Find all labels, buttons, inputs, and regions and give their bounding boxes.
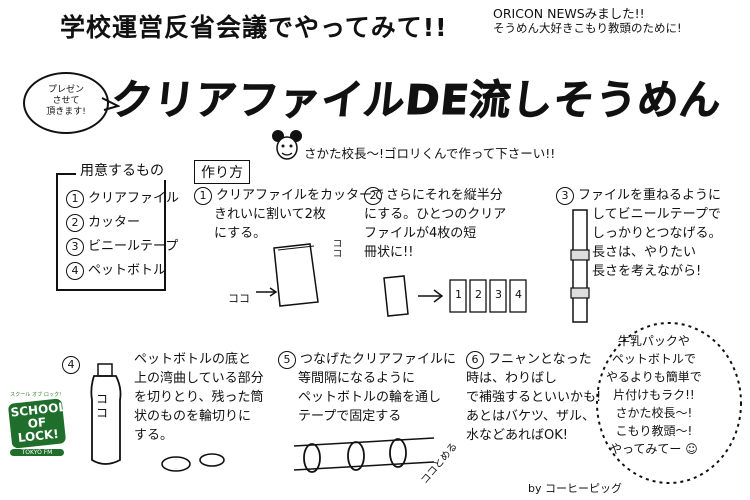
material-label: ペットボトル <box>88 263 167 278</box>
material-label: クリアファイル <box>88 191 180 206</box>
closing-line: こもり教頭〜! <box>615 424 693 438</box>
step-2: 2 さらにそれを縦半分 にする。ひとつのクリア ファイルが4枚の短 冊状に!! <box>364 186 506 262</box>
step-line: さらにそれを縦半分 <box>386 188 503 203</box>
step-line: 状のものを輪切りに <box>134 409 252 424</box>
step-line: ファイルが4枚の短 <box>364 226 477 241</box>
koko-vertical-label: ココ <box>330 238 341 258</box>
step-line: にする。 <box>214 226 267 241</box>
closing-bubble-outline <box>596 322 742 484</box>
clear-file-drawing <box>256 243 319 307</box>
material-item: 1 クリアファイル <box>66 187 179 208</box>
step-line: を切りとり、残った筒 <box>134 390 264 405</box>
speech-bubble: プレゼン させて 頂きます! <box>23 72 109 134</box>
logo-bottom-text: TOKYO FM <box>10 449 64 456</box>
item-number: 1 <box>66 190 84 208</box>
step-line: 等間隔になるように <box>298 371 416 386</box>
item-number: 2 <box>66 214 84 232</box>
step-number: 5 <box>278 351 296 369</box>
step-line: 上の湾曲している部分 <box>134 371 264 386</box>
logo-main-text: SCHOOL OF LOCK! <box>7 398 67 449</box>
step-line: フニャンとなった <box>488 352 592 367</box>
materials-title: 用意するもの <box>76 160 168 180</box>
material-item: 4 ペットボトル <box>66 259 166 280</box>
step-number: 2 <box>364 187 382 205</box>
step-line: ペットボトルの輪を通し <box>298 390 442 405</box>
strip-number: 1 <box>455 288 462 301</box>
bubble-line-2: させて <box>52 96 80 106</box>
page-header-title: 学校運営反省会議でやってみて!! <box>60 13 448 42</box>
strips-drawing <box>383 275 527 317</box>
step-number: 1 <box>194 187 212 205</box>
bubble-line-3: 頂きます! <box>46 107 86 117</box>
step-6: 6 フニャンとなった 時は、わりばし で補強するといいかも! あとはバケツ、ザル、… <box>466 350 601 445</box>
step-line: で補強するといいかも! <box>466 390 602 405</box>
byline: by コーヒーピッグ <box>528 482 622 495</box>
closing-message: 牛乳パックや ペットボトルで やるよりも簡単で 片付けもラク!! さかた校長〜!… <box>606 332 702 458</box>
bottle-koko-label: ココ <box>96 392 109 420</box>
oricon-line-2: そうめん大好きこもり教頭のために! <box>493 21 682 35</box>
taped-strip-drawing <box>570 209 590 323</box>
step-number: 3 <box>556 187 574 205</box>
material-label: ビニールテープ <box>88 239 179 254</box>
step-line: 冊状に!! <box>364 245 414 260</box>
school-of-lock-logo: スクール オブ ロック! SCHOOL OF LOCK! TOKYO FM <box>7 390 67 456</box>
material-item: 3 ビニールテープ <box>66 235 178 256</box>
mouse-face-icon <box>272 130 302 160</box>
bubble-line-1: プレゼン <box>47 85 84 95</box>
step-line: ペットボトルの底と <box>134 352 252 367</box>
pet-bottle-drawing <box>90 363 225 472</box>
closing-line: ペットボトルで <box>611 352 696 366</box>
step-line: にする。ひとつのクリア <box>364 207 507 222</box>
step-line: してビニールテープで <box>592 207 721 222</box>
strip-number: 2 <box>475 288 482 301</box>
oricon-line-1: ORICON NEWSみました!! <box>493 6 645 21</box>
closing-line: さかた校長〜! <box>615 406 693 420</box>
material-item: 2 カッター <box>66 211 140 232</box>
step-line: 長さを考えながら! <box>592 264 702 279</box>
item-number: 3 <box>66 238 84 256</box>
step-4: ペットボトルの底と 上の湾曲している部分 を切りとり、残った筒 状のものを輪切り… <box>134 350 264 445</box>
closing-line: 片付けもラク!! <box>613 388 695 402</box>
step-number: 6 <box>466 351 484 369</box>
step-line: テープで固定する <box>298 409 402 424</box>
item-number: 4 <box>66 262 84 280</box>
step-line: しっかりとつなげる。 <box>592 226 722 241</box>
materials-box: 1 クリアファイル 2 カッター 3 ビニールテープ 4 ペットボトル <box>56 173 179 291</box>
step-3: 3 ファイルを重ねるように してビニールテープで しっかりとつなげる。 長さは、や… <box>556 186 721 281</box>
strip-number: 4 <box>515 288 522 301</box>
closing-line: 牛乳パックや <box>617 334 690 348</box>
smiley-icon: ☺ <box>685 442 698 456</box>
bubble-tail <box>101 97 120 111</box>
step-5: 5 つなげたクリアファイルに 等間隔になるように ペットボトルの輪を通し テープで… <box>278 350 456 426</box>
material-label: カッター <box>88 215 141 230</box>
step-line: 長さは、やりたい <box>592 245 697 260</box>
method-label: 作り方 <box>194 160 250 184</box>
chute-with-rings-drawing <box>293 437 435 473</box>
step-line: クリアファイルをカッターで <box>216 188 385 203</box>
step-line: あとはバケツ、ザル、 <box>466 409 595 424</box>
closing-line: やるよりも簡単で <box>606 370 702 384</box>
step-line: する。 <box>134 428 174 443</box>
step-line: つなげたクリアファイルに <box>300 352 457 367</box>
oricon-note: ORICON NEWSみました!! そうめん大好きこもり教頭のために! <box>493 6 682 36</box>
step-1: 1 クリアファイルをカッターで きれいに割いて2枚 にする。 <box>194 186 384 243</box>
koko-label: ココ <box>228 292 250 305</box>
step-number: 4 <box>62 356 80 374</box>
strip-number: 3 <box>495 288 502 301</box>
step-line: 時は、わりばし <box>466 371 558 386</box>
step-line: ファイルを重ねるように <box>578 188 722 203</box>
main-title: クリアファイルDE流しそうめん <box>109 76 725 125</box>
logo-top-text: スクール オブ ロック! <box>10 391 62 398</box>
step-line: 水などあればOK! <box>466 428 568 443</box>
closing-line: やってみてー <box>610 442 682 456</box>
principal-request: さかた校長〜!ゴロリくんで作って下さーい!! <box>304 146 556 161</box>
step-line: きれいに割いて2枚 <box>214 207 326 222</box>
